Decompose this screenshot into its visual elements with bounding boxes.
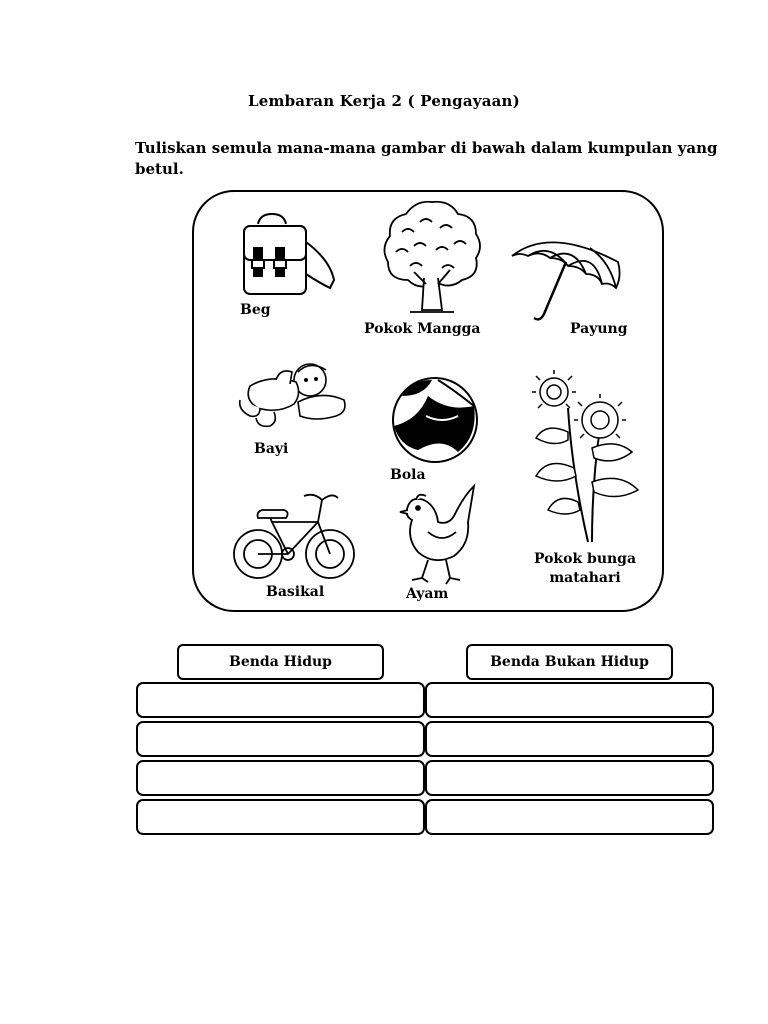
school-bag-icon bbox=[243, 212, 336, 295]
answer-cell-bukan-hidup-3[interactable] bbox=[425, 760, 714, 796]
answer-cell-bukan-hidup-4[interactable] bbox=[425, 799, 714, 835]
bicycle-icon bbox=[233, 493, 355, 579]
answer-cell-hidup-1[interactable] bbox=[136, 682, 425, 718]
picture-label-pokok-mangga: Pokok Mangga bbox=[364, 321, 481, 337]
picture-label-bola: Bola bbox=[390, 467, 426, 483]
picture-label-beg: Beg bbox=[240, 302, 271, 318]
picture-label-bayi: Bayi bbox=[254, 441, 289, 457]
tree-icon bbox=[383, 200, 481, 313]
answer-cell-hidup-3[interactable] bbox=[136, 760, 425, 796]
answer-cell-hidup-4[interactable] bbox=[136, 799, 425, 835]
picture-label-payung: Payung bbox=[570, 321, 628, 337]
picture-label-ayam: Ayam bbox=[406, 586, 449, 602]
chicken-icon bbox=[399, 483, 476, 585]
answer-cell-bukan-hidup-2[interactable] bbox=[425, 721, 714, 757]
baby-icon bbox=[238, 363, 346, 428]
picture-box bbox=[192, 190, 664, 612]
worksheet-title: Lembaran Kerja 2 ( Pengayaan) bbox=[248, 92, 520, 110]
sunflower-icon bbox=[532, 370, 640, 543]
answer-cell-hidup-2[interactable] bbox=[136, 721, 425, 757]
answer-cell-bukan-hidup-1[interactable] bbox=[425, 682, 714, 718]
umbrella-icon bbox=[511, 241, 621, 321]
ball-icon bbox=[392, 377, 478, 463]
picture-label-pokok-bunga-matahari: Pokok bunga matahari bbox=[533, 551, 637, 586]
header-benda-hidup: Benda Hidup bbox=[177, 644, 384, 680]
picture-label-basikal: Basikal bbox=[266, 584, 325, 600]
worksheet-instruction: Tuliskan semula mana-mana gambar di bawa… bbox=[135, 139, 718, 178]
header-benda-bukan-hidup: Benda Bukan Hidup bbox=[466, 644, 673, 680]
